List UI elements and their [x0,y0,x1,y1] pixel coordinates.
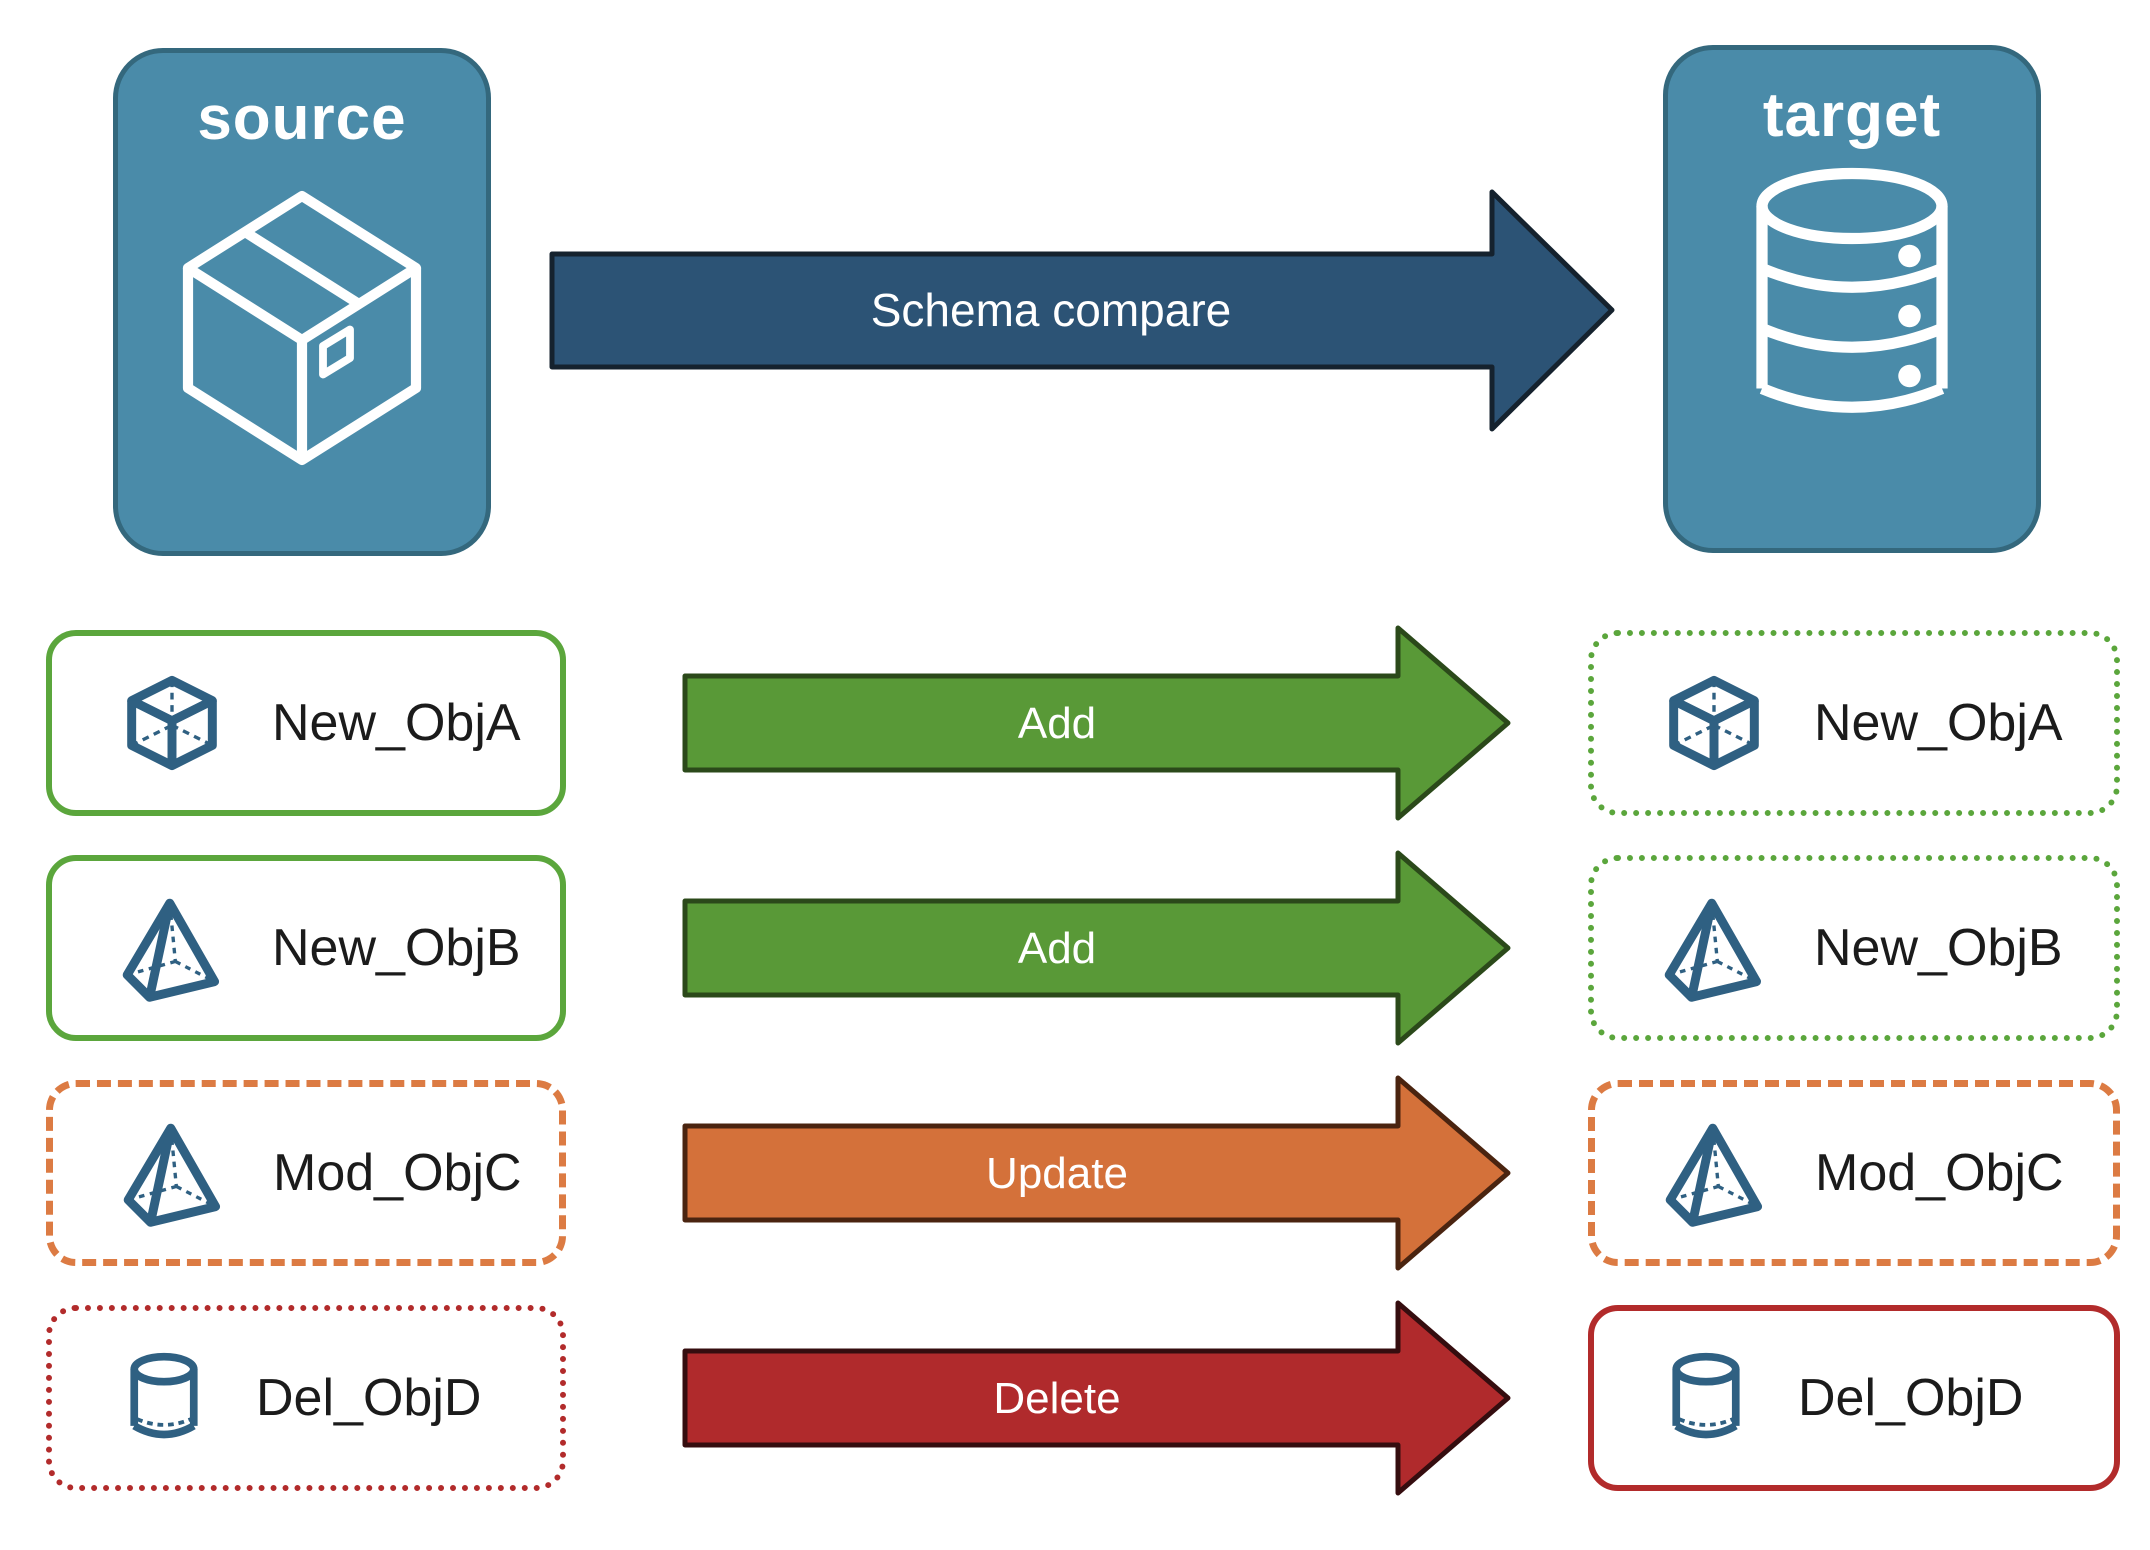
object-name-label: Del_ObjD [1798,1369,2024,1427]
source-node-label: source [197,84,407,153]
pyramid-icon [123,1123,221,1227]
target-node-label: target [1762,81,1942,150]
update-arrow: Update [682,1075,1511,1271]
source-card-new-obja: New_ObjA [46,630,566,816]
add-arrow-shape [682,850,1511,1046]
schema-compare-arrow-label: Schema compare [871,284,1232,336]
cylinder-icon [1672,1352,1740,1439]
cube-icon [127,675,217,771]
object-name-label: New_ObjB [1814,919,2063,977]
target-card-new-obja: New_ObjA [1588,630,2120,816]
schema-compare-arrow: Schema compare [549,189,1615,432]
add-arrow-row2: Add [682,850,1511,1046]
add-arrow-row1: Add [682,625,1511,821]
arrow-action-label: Delete [993,1374,1120,1423]
pyramid-icon [1665,1123,1763,1227]
cylinder-icon [130,1352,198,1439]
pyramid-icon [122,898,220,1002]
object-name-label: Mod_ObjC [273,1144,522,1202]
source-card-new-objb: New_ObjB [46,855,566,1041]
add-arrow-shape [682,625,1511,821]
source-card-del-objd: Del_ObjD [46,1305,566,1491]
update-arrow-shape [682,1075,1511,1271]
schema-compare-arrow-shape [549,189,1615,432]
target-card-new-objb: New_ObjB [1588,855,2120,1041]
source-node: source [113,48,491,556]
object-name-label: New_ObjA [272,694,521,752]
cube-icon [1669,675,1759,771]
pyramid-icon [1664,898,1762,1002]
arrow-action-label: Update [986,1149,1128,1198]
target-card-del-objd: Del_ObjD [1588,1305,2120,1491]
delete-arrow-shape [682,1300,1511,1496]
object-name-label: New_ObjA [1814,694,2063,752]
package-icon [182,190,422,466]
object-name-label: Del_ObjD [256,1369,482,1427]
source-card-mod-objc: Mod_ObjC [46,1080,566,1266]
arrow-action-label: Add [1018,924,1096,973]
arrow-action-label: Add [1018,699,1096,748]
delete-arrow: Delete [682,1300,1511,1496]
database-icon [1756,167,1948,413]
object-name-label: New_ObjB [272,919,521,977]
object-name-label: Mod_ObjC [1815,1144,2064,1202]
target-card-mod-objc: Mod_ObjC [1588,1080,2120,1266]
target-node: target [1663,45,2041,553]
